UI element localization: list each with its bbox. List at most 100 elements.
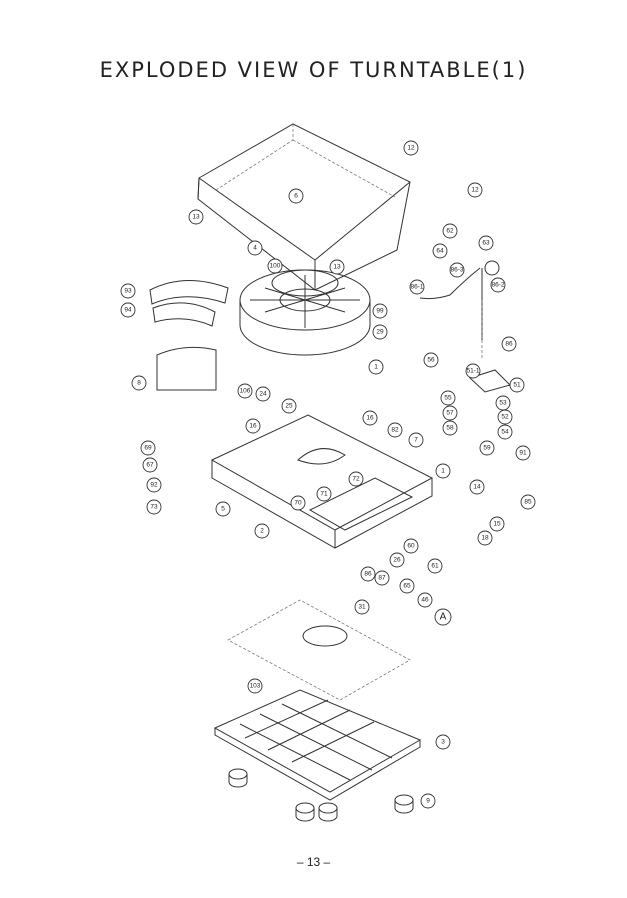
callout-circle [188, 209, 204, 225]
callout-label: 93 [124, 288, 132, 295]
part-callout: 15 [489, 516, 505, 532]
callout-circle [403, 538, 419, 554]
callout-circle [427, 558, 443, 574]
callout-label: 99 [376, 308, 384, 315]
callout-circle [146, 499, 162, 515]
callout-label: 86-1 [410, 284, 423, 291]
callout-circle [478, 235, 494, 251]
part-callout: 99 [372, 303, 388, 319]
bottom-board [227, 599, 411, 701]
part-callout: 26 [389, 552, 405, 568]
part-callout: 59 [479, 440, 495, 456]
callout-label: 61 [431, 563, 439, 570]
callout-circle [465, 363, 481, 379]
callout-label: 100 [270, 263, 281, 270]
callout-circle [329, 259, 345, 275]
part-callout: 86-2 [490, 277, 506, 293]
part-callout: 61 [427, 558, 443, 574]
callout-circle [120, 302, 136, 318]
callout-circle [374, 570, 390, 586]
callout-circle [245, 418, 261, 434]
part-callout: 70 [290, 495, 306, 511]
callout-label: 6 [294, 193, 298, 200]
callout-circle [489, 516, 505, 532]
part-callout: 62 [442, 223, 458, 239]
callout-label: 4 [253, 245, 257, 252]
callout-circle [140, 440, 156, 456]
callout-circle [354, 599, 370, 615]
part-callout: 18 [477, 530, 493, 546]
part-callout: 12 [467, 182, 483, 198]
callout-circle [509, 377, 525, 393]
part-callout: 14 [469, 479, 485, 495]
part-callout: 8 [131, 375, 147, 391]
callout-label: 13 [192, 214, 200, 221]
part-callout: 69 [140, 440, 156, 456]
callout-circle [288, 188, 304, 204]
callout-label: 46 [421, 597, 429, 604]
callout-label: 29 [376, 329, 384, 336]
callout-circle [399, 578, 415, 594]
part-callout: 106 [237, 383, 253, 399]
callout-circle [501, 336, 517, 352]
callout-circle [515, 445, 531, 461]
callout-label: 16 [366, 415, 374, 422]
part-callout: 24 [255, 386, 271, 402]
callout-label: 9 [426, 798, 430, 805]
part-callout: 16 [245, 418, 261, 434]
part-callout: 6 [288, 188, 304, 204]
part-callout: 13 [329, 259, 345, 275]
part-callout: 5 [215, 501, 231, 517]
callout-label: 8 [137, 380, 141, 387]
callout-circle [469, 479, 485, 495]
callout-circle [435, 463, 451, 479]
callout-circle [420, 793, 436, 809]
callout-label: 106 [240, 388, 251, 395]
part-callout: 1 [368, 359, 384, 375]
callout-label: 86 [364, 571, 372, 578]
callout-label: 62 [446, 228, 454, 235]
callout-label: 26 [393, 557, 401, 564]
feet [228, 768, 414, 822]
part-callout: 57 [442, 405, 458, 421]
callout-circle [409, 279, 425, 295]
callout-circle [237, 383, 253, 399]
part-callout: 73 [146, 499, 162, 515]
callout-circle [387, 422, 403, 438]
callout-label: 15 [493, 521, 501, 528]
part-callout: 29 [372, 324, 388, 340]
callout-label: 54 [501, 429, 509, 436]
callout-label: 70 [294, 500, 302, 507]
callout-label: 14 [473, 484, 481, 491]
callout-circle [432, 243, 448, 259]
callout-label: 53 [499, 400, 507, 407]
callout-circle [440, 390, 456, 406]
callout-circle [389, 552, 405, 568]
callout-circle [247, 240, 263, 256]
part-callout: 92 [146, 477, 162, 493]
callout-label: 51-1 [466, 368, 479, 375]
callout-label: 94 [124, 307, 132, 314]
callout-label: 51 [513, 382, 521, 389]
callout-circle [247, 678, 263, 694]
callout-label: 73 [150, 504, 158, 511]
part-callout: 86 [501, 336, 517, 352]
callout-label: 3 [441, 739, 445, 746]
part-callout: 82 [387, 422, 403, 438]
page-number: – 13 – [296, 855, 331, 869]
callout-label: 67 [146, 462, 154, 469]
callout-circle [442, 405, 458, 421]
dust-cover [197, 123, 411, 291]
callout-label: 63 [482, 240, 490, 247]
callout-circle [316, 486, 332, 502]
part-callout: 91 [515, 445, 531, 461]
part-callout: 46 [417, 592, 433, 608]
callout-label: 92 [150, 482, 158, 489]
callout-circle [497, 409, 513, 425]
part-callout: 12 [403, 140, 419, 156]
part-callout: 67 [142, 457, 158, 473]
callout-circle [120, 283, 136, 299]
callout-label: 7 [414, 437, 418, 444]
callout-label: 71 [320, 491, 328, 498]
